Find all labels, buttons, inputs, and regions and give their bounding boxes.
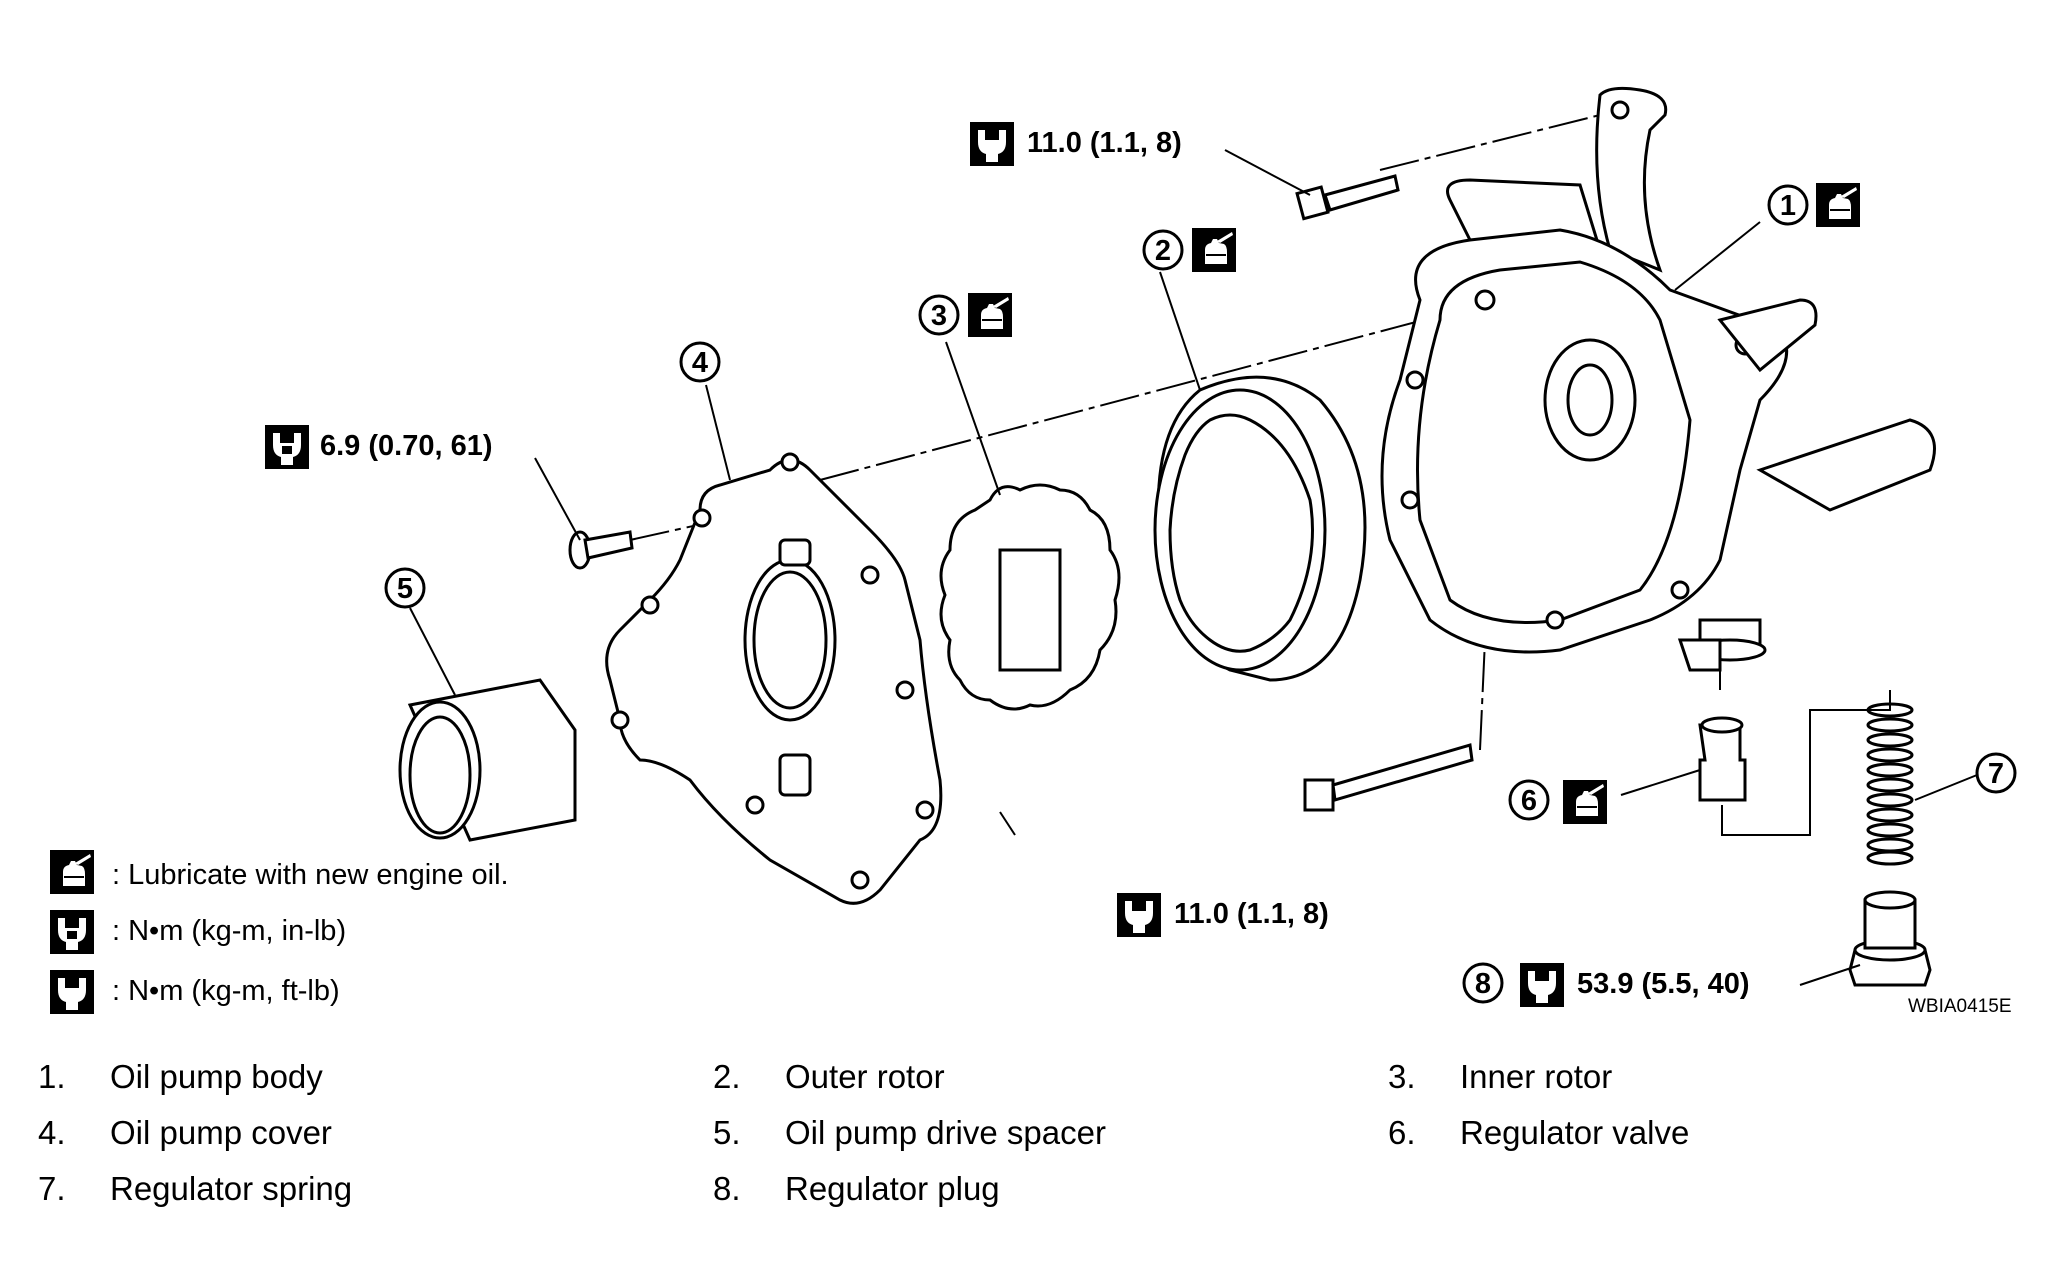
callout-2: 2 bbox=[1142, 228, 1236, 272]
leader-lines bbox=[409, 149, 1978, 986]
legend-item-lubricate: : Lubricate with new engine oil. bbox=[50, 850, 509, 894]
legend-item-ft-lb: : N•m (kg-m, ft-lb) bbox=[50, 970, 340, 1014]
oil-pump-cover bbox=[605, 452, 943, 905]
torque-wrench-ftlb-icon bbox=[50, 970, 94, 1014]
regulator-plug bbox=[1848, 890, 1932, 987]
svg-text:: N•m (kg-m, in-lb): : N•m (kg-m, in-lb) bbox=[112, 915, 346, 947]
svg-text:6: 6 bbox=[1521, 785, 1537, 817]
oil-pump-drive-spacer bbox=[398, 678, 577, 842]
screw-cover bbox=[568, 530, 634, 570]
bolt-top bbox=[1295, 174, 1400, 221]
regulator-spring bbox=[1866, 702, 1914, 866]
torque-label-bolt-top: 11.0 (1.1, 8) bbox=[970, 122, 1182, 166]
bolt-lower bbox=[1303, 743, 1474, 812]
svg-text:3: 3 bbox=[931, 300, 947, 332]
torque-label-plug: 53.9 (5.5, 40) bbox=[1520, 963, 1750, 1007]
regulator-guide-lines bbox=[1719, 670, 1891, 836]
oil-can-icon bbox=[968, 293, 1012, 337]
oil-can-icon bbox=[50, 850, 94, 894]
callout-3: 3 bbox=[918, 293, 1012, 337]
torque-value-bolt-lower: 11.0 (1.1, 8) bbox=[1174, 898, 1329, 930]
svg-text:7: 7 bbox=[1988, 758, 2004, 790]
parts-list: 1. Oil pump body 2. Outer rotor 3. Inner… bbox=[38, 1058, 1690, 1207]
torque-wrench-inlb-icon bbox=[265, 425, 309, 469]
callout-4: 4 bbox=[679, 341, 721, 383]
regulator-valve bbox=[1698, 716, 1747, 802]
svg-text:4: 4 bbox=[692, 347, 708, 379]
legend-item-in-lb: : N•m (kg-m, in-lb) bbox=[50, 910, 346, 954]
svg-text:: N•m (kg-m, ft-lb): : N•m (kg-m, ft-lb) bbox=[112, 975, 340, 1007]
oil-pump-body bbox=[1380, 86, 1936, 672]
torque-label-screw-cover: 6.9 (0.70, 61) bbox=[265, 425, 493, 469]
torque-wrench-inlb-icon bbox=[50, 910, 94, 954]
torque-value-plug: 53.9 (5.5, 40) bbox=[1577, 968, 1750, 1000]
callout-8: 8 bbox=[1462, 962, 1504, 1004]
callout-7: 7 bbox=[1975, 752, 2017, 794]
oil-can-icon bbox=[1192, 228, 1236, 272]
callout-6: 6 bbox=[1508, 779, 1607, 824]
torque-value-bolt-top: 11.0 (1.1, 8) bbox=[1027, 127, 1182, 159]
legend: : Lubricate with new engine oil. : N•m (… bbox=[50, 850, 509, 1014]
callout-5: 5 bbox=[384, 567, 426, 609]
oil-can-icon bbox=[1816, 183, 1860, 227]
svg-text:2: 2 bbox=[1155, 235, 1171, 267]
torque-value-screw-cover: 6.9 (0.70, 61) bbox=[320, 430, 493, 462]
svg-text:8: 8 bbox=[1475, 968, 1491, 1000]
callout-1: 1 bbox=[1767, 183, 1860, 227]
torque-wrench-ftlb-icon bbox=[1520, 963, 1564, 1007]
svg-text:: Lubricate with new engine o: : Lubricate with new engine oil. bbox=[112, 859, 509, 891]
figure-code: WBIA0415E bbox=[1908, 996, 2012, 1017]
oil-can-icon bbox=[1563, 780, 1607, 824]
torque-wrench-ftlb-icon bbox=[1117, 893, 1161, 937]
inner-rotor bbox=[939, 483, 1121, 711]
svg-text:5: 5 bbox=[397, 573, 413, 605]
svg-text:1: 1 bbox=[1780, 190, 1796, 222]
torque-label-bolt-lower: 11.0 (1.1, 8) bbox=[1117, 893, 1329, 937]
torque-wrench-ftlb-icon bbox=[970, 122, 1014, 166]
outer-rotor bbox=[1153, 375, 1367, 682]
